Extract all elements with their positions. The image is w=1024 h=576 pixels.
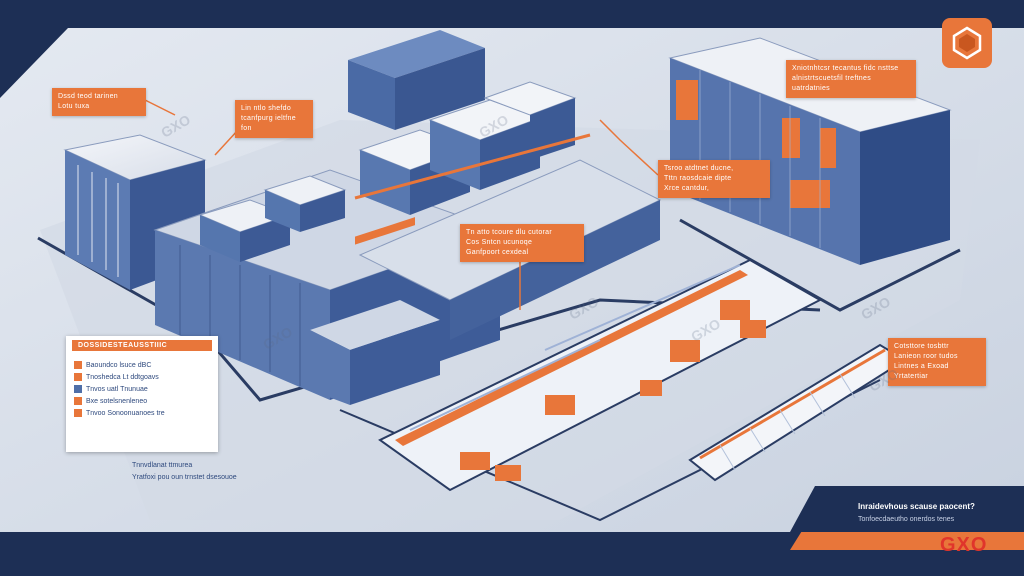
middle-row-buildings — [354, 81, 591, 215]
rear-building — [348, 30, 485, 130]
callout-connectors — [144, 99, 659, 310]
legend-item: Bxe sotelsnenleneo — [74, 397, 210, 405]
conveyor-path-2 — [679, 218, 961, 312]
box-icon — [74, 385, 82, 393]
box-icon — [74, 409, 82, 417]
box-icon — [74, 361, 82, 369]
legend-item: Tnvoo Sonoonuanoes tre — [74, 409, 210, 417]
banner-navy — [790, 486, 1024, 532]
front-block — [310, 217, 440, 405]
legend-item: Tnoshedca Lt ddtgoavs — [74, 373, 210, 381]
legend-header: DOSSIDESTEAUSSTIIIC — [72, 340, 212, 351]
legend-item: Tnvos uatl Tnunuae — [74, 385, 210, 393]
box-icon — [74, 397, 82, 405]
legend-caption-1: Tnnvdlanat ttmurea — [132, 462, 193, 469]
conveyor-platform — [378, 258, 823, 492]
legend-caption-2: Yratfoxi pou oun trnstet dsesouoe — [132, 474, 237, 481]
logo-badge — [942, 18, 992, 68]
gxo-logo: GXO — [940, 534, 988, 556]
callout-mid-right-upper: Tsroo atdtnet ducne,Tttn raosdcaie dipte… — [658, 160, 770, 198]
hexagon-icon — [952, 26, 982, 60]
box-icon — [74, 373, 82, 381]
legend-list: Baoundco lsuce dBC Tnoshedca Lt ddtgoavs… — [66, 355, 218, 423]
legend-card: DOSSIDESTEAUSSTIIIC Baoundco lsuce dBC T… — [66, 336, 218, 452]
banner-title: Inraidevhous scause paocent? — [858, 502, 975, 511]
banner-subtitle: Tonfoecdaeutho onerdos tenes — [858, 516, 955, 523]
legend-item: Baoundco lsuce dBC — [74, 361, 210, 369]
